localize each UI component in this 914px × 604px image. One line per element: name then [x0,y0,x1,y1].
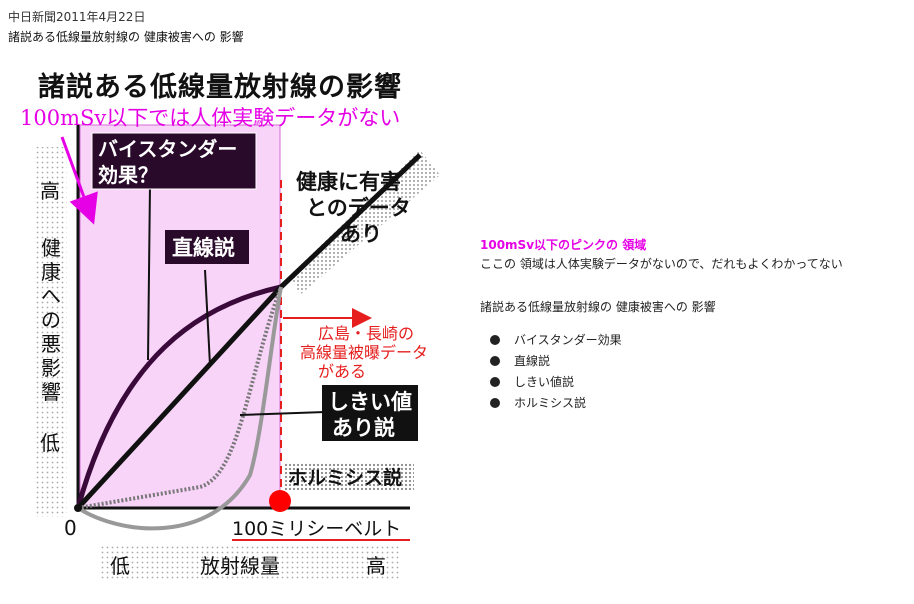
pink-note-arrow [60,136,98,225]
source-line: 中日新聞2011年4月22日 [8,10,146,24]
figure-title: 諸説ある低線量放射線の影響 [38,72,402,103]
bullet-icon [490,376,500,387]
y-label-char-4: の [41,308,61,332]
side-notes: 100mSv以下のピンクの 領域 ここの 領域は人体実験データがないので、だれも… [480,236,910,413]
y-label-char-7: 響 [41,380,61,404]
bystander-box [91,132,257,190]
origin-label: 0 [64,516,77,540]
threshold-label-1: しきい値 [328,390,412,414]
threshold-label-2: あり説 [332,416,395,440]
side-topic: 諸説ある低線量放射線の 健康被害への 影響 [480,300,716,314]
pink-note: 100mSv以下では人体実験データがない [20,106,401,130]
list-item-label: しきい値説 [514,375,575,389]
bullet-icon [490,334,500,345]
x-axis-shade [100,545,400,581]
subtitle-line: 諸説ある低線量放射線の 健康被害への 影響 [8,30,244,44]
list-item-label: 直線説 [514,354,551,368]
harm-label-2: とのデータ [306,196,411,220]
marker-100msv-dot [269,490,291,512]
list-item: 直線説 [490,350,910,371]
hiroshima-label-1: 広島・長崎の [318,324,414,343]
y-axis-label: 健 康 へ の 悪 影 響 [41,236,61,404]
linear-box [165,230,249,264]
hormesis-box [284,462,414,490]
bystander-label-1: バイスタンダー [98,137,237,161]
y-label-char-6: 影 [41,356,61,380]
bullet-icon [490,397,500,408]
y-axis-shade [35,147,67,517]
origin-dot [74,504,82,512]
x-high-label: 高 [366,554,386,578]
side-heading: 100mSv以下のピンクの 領域 [480,238,647,252]
y-low-label: 低 [40,431,60,455]
bullet-icon [490,355,500,366]
bystander-label-2: 効果？ [98,163,158,187]
y-label-char-2: 康 [41,260,61,284]
y-label-char-3: へ [41,284,61,308]
bystander-pointer [147,184,151,361]
list-item-label: バイスタンダー効果 [514,333,622,347]
linear-pointer [204,269,211,366]
threshold-box [322,385,418,441]
harm-band [290,150,440,295]
threshold-curve [77,286,283,510]
linear-curve [76,285,283,510]
harm-label-3: あり [340,222,382,246]
list-item: ホルミシス説 [490,392,910,413]
x-mark-label: 100ミリシーベルト [232,518,401,540]
x-low-label: 低 [110,554,130,578]
hiroshima-label-2: 高線量被曝データ [300,343,428,362]
y-label-char-1: 健 [41,236,61,260]
theory-list: バイスタンダー効果 直線説 しきい値説 ホルミシス説 [490,329,910,413]
figure-graphic: バイスタンダー 効果？ 直線説 健康に有害 とのデータ あり 広島・長崎の 高線… [35,124,440,581]
list-item: バイスタンダー効果 [490,329,910,350]
side-description: ここの 領域は人体実験データがないので、だれもよくわかってない [480,257,843,271]
bystander-curve [75,284,282,509]
harm-label-1: 健康に有害 [296,170,401,194]
hormesis-label: ホルミシス説 [288,466,402,489]
harm-line [279,153,422,289]
x-axis-label: 放射線量 [200,554,280,578]
list-item-label: ホルミシス説 [514,396,587,410]
threshold-pointer [239,411,326,416]
linear-label: 直線説 [172,236,235,260]
hormesis-curve [76,286,283,531]
y-label-char-5: 悪 [41,332,61,356]
hiroshima-label-3: がある [318,362,366,381]
list-item: しきい値説 [490,371,910,392]
y-high-label: 高 [40,179,60,203]
radiation-figure: バイスタンダー 効果？ 直線説 健康に有害 とのデータ あり 広島・長崎の 高線… [0,55,475,604]
